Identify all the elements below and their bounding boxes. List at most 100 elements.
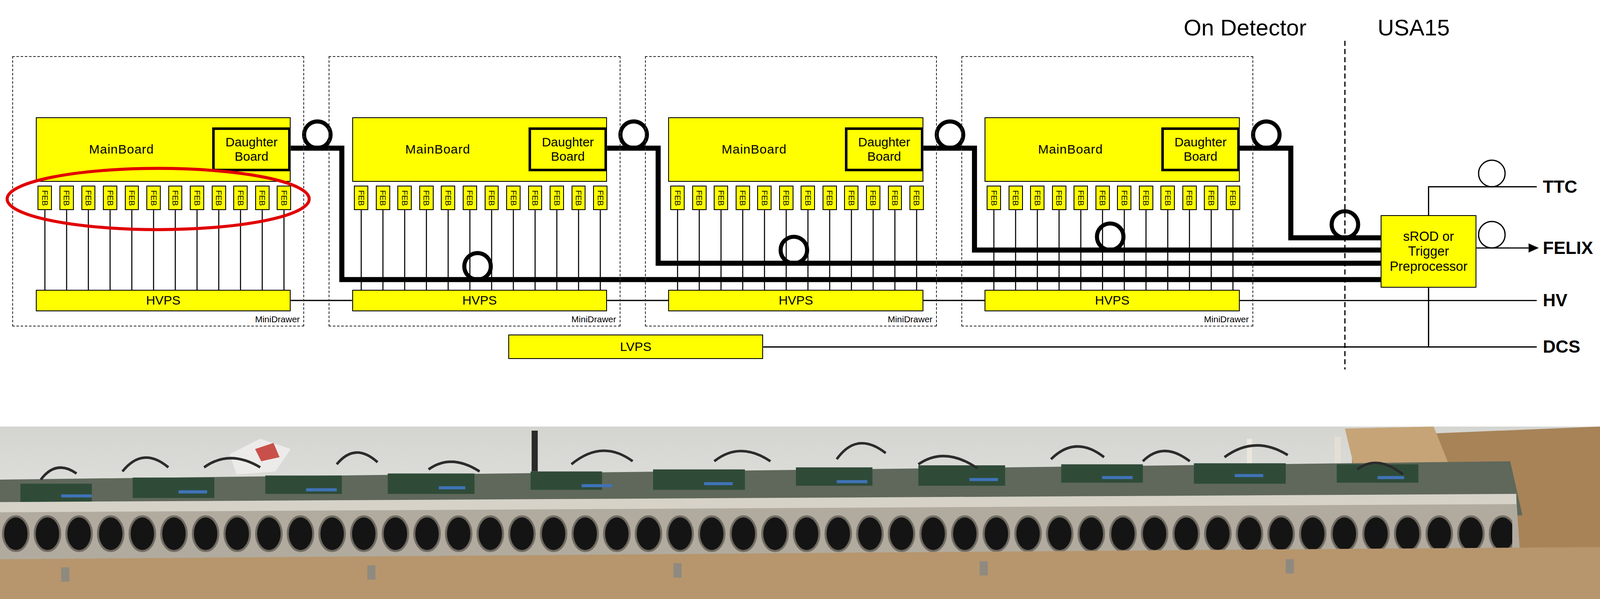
feb-card: FEB: [822, 185, 837, 211]
feb-hv-wire: [131, 210, 133, 290]
daughterboard-box: Daughter Board: [1161, 127, 1240, 172]
feb-card: FEB: [375, 185, 391, 211]
feb-card: FEB: [168, 185, 183, 211]
feb-label: FEB: [378, 190, 387, 206]
feb-label: FEB: [1185, 190, 1194, 206]
feb-card: FEB: [670, 185, 685, 211]
box-label: Daughter Board: [849, 134, 919, 165]
feb-label: FEB: [1207, 190, 1216, 206]
diagram-wiring: [304, 40, 1539, 370]
feb-label: FEB: [673, 190, 682, 206]
feb-card: FEB: [81, 185, 96, 211]
feb-card: FEB: [462, 185, 478, 211]
feb-label: FEB: [1011, 190, 1020, 206]
hv-line: [607, 299, 669, 302]
hvps-box: HVPS: [984, 289, 1240, 312]
hv-line: [923, 299, 985, 302]
feb-card: FEB: [419, 185, 434, 211]
daughterboard-box: Daughter Board: [212, 127, 291, 172]
signal-name: DCS: [1543, 337, 1581, 356]
feb-label: FEB: [553, 190, 562, 206]
srod-box: sROD or Trigger Preprocessor: [1380, 215, 1477, 288]
feb-hv-wire: [44, 210, 46, 290]
box-label: Daughter Board: [533, 134, 602, 165]
feb-hv-wire: [109, 210, 111, 290]
feb-label: FEB: [40, 190, 49, 206]
hvps-box: HVPS: [668, 289, 924, 312]
feb-card: FEB: [1138, 185, 1154, 211]
feb-card: FEB: [255, 185, 270, 211]
box-label: Daughter Board: [217, 134, 286, 165]
feb-card: FEB: [1160, 185, 1175, 211]
feb-hv-wire: [66, 210, 68, 290]
daughterboard-box: Daughter Board: [528, 127, 608, 172]
mainboard-box: MainBoardDaughter Board: [984, 117, 1240, 182]
feb-label: FEB: [236, 190, 245, 206]
hv-line: [290, 299, 352, 302]
feb-label: FEB: [127, 190, 136, 206]
feb-hv-wire: [174, 210, 176, 290]
feb-card: FEB: [189, 185, 205, 211]
feb-label: FEB: [171, 190, 180, 206]
feb-card: FEB: [233, 185, 248, 211]
minidrawer-box: MiniDrawerMainBoardDaughter BoardFEBFEBF…: [961, 56, 1254, 327]
feb-hv-wire: [153, 210, 155, 290]
feb-label: FEB: [1141, 190, 1150, 206]
feb-card: FEB: [887, 185, 903, 211]
feb-card: FEB: [59, 185, 74, 211]
feb-hv-wire: [218, 210, 220, 290]
feb-hv-wire: [196, 210, 198, 290]
box-label: MiniDrawer: [255, 314, 300, 325]
box-label: MainBoard: [405, 142, 471, 157]
box-label: MiniDrawer: [887, 314, 933, 325]
feb-label: FEB: [531, 190, 540, 206]
minidrawer-box: MiniDrawer MainBoard Daughter BoardFEB FEB F…: [328, 56, 621, 327]
box-label: HVPS: [778, 293, 814, 308]
feb-card: FEB: [1095, 185, 1110, 211]
feb-label: FEB: [868, 190, 877, 206]
signal-name: FELIX: [1543, 239, 1594, 257]
feb-card: FEB: [37, 185, 52, 211]
section-label: On Detector: [1183, 16, 1307, 39]
feb-label: FEB: [357, 190, 366, 206]
box-label: sROD or Trigger Preprocessor: [1384, 229, 1474, 275]
feb-label: FEB: [193, 190, 202, 206]
feb-card: FEB: [397, 185, 412, 211]
feb-label: FEB: [596, 190, 605, 206]
feb-card: FEB: [1225, 185, 1241, 211]
feb-label: FEB: [1054, 190, 1064, 206]
drawer-photo: [0, 426, 1600, 599]
feb-hv-wire: [87, 210, 90, 290]
feb-label: FEB: [760, 190, 769, 206]
hvps-box: HVPS: [352, 289, 608, 312]
feb-label: FEB: [258, 190, 267, 206]
feb-card: FEB: [593, 185, 608, 211]
feb-card: FEB: [528, 185, 543, 211]
feb-label: FEB: [465, 190, 474, 206]
box-label: MainBoard: [89, 142, 154, 157]
feb-card: FEB: [1030, 185, 1045, 211]
feb-card: FEB: [506, 185, 521, 211]
feb-card: FEB: [440, 185, 456, 211]
feb-label: FEB: [574, 190, 583, 206]
signal-name: TTC: [1543, 178, 1578, 196]
minidrawer-box: MiniDrawerMainBoardDaughter BoardFEBFEBF…: [644, 56, 937, 327]
feb-card: FEB: [1203, 185, 1219, 211]
feb-label: FEB: [444, 190, 453, 206]
box-label: LVPS: [620, 339, 652, 355]
feb-card: FEB: [571, 185, 586, 211]
feb-card: FEB: [276, 185, 292, 211]
box-label: Daughter Board: [1166, 134, 1235, 165]
feb-label: FEB: [1033, 190, 1042, 206]
feb-label: FEB: [695, 190, 704, 206]
feb-label: FEB: [84, 190, 93, 206]
feb-label: FEB: [400, 190, 409, 206]
feb-label: FEB: [280, 190, 289, 206]
box-label: MiniDrawer: [571, 314, 617, 325]
feb-label: FEB: [1076, 190, 1085, 206]
feb-label: FEB: [509, 190, 518, 206]
feb-card: FEB: [986, 185, 1002, 211]
minidrawer-box: MiniDrawer MainBoard Daughter BoardFEB FEB F…: [12, 56, 305, 327]
feb-card: FEB: [484, 185, 500, 211]
feb-card: FEB: [102, 185, 118, 211]
